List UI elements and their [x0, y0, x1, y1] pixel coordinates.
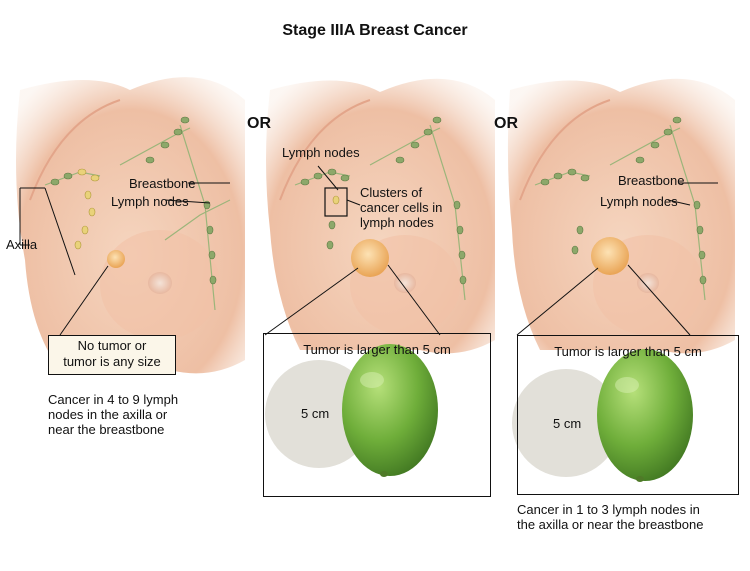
tumor-size-note: No tumor or tumor is any size: [48, 335, 176, 375]
or-label-1: OR: [247, 115, 271, 132]
panel1-caption: Cancer in 4 to 9 lymph nodes in the axil…: [48, 392, 179, 437]
tumor-size-label-3: Tumor is larger than 5 cm: [554, 344, 702, 359]
large-tumor-3: [591, 237, 629, 275]
large-tumor-2: [351, 239, 389, 277]
nipple-1: [148, 272, 172, 294]
torso-illustration-3: [507, 78, 735, 354]
nipple-2: [394, 273, 416, 293]
torso-illustration-2: [264, 78, 495, 354]
panel3-caption: Cancer in 1 to 3 lymph nodes in the axil…: [517, 502, 704, 532]
tumor-size-box-3: Tumor is larger than 5 cm: [517, 335, 739, 495]
size-comparison-2: [265, 344, 438, 477]
or-label-2: OR: [494, 115, 518, 132]
small-tumor-1: [107, 250, 125, 268]
lymph-nodes-label-1: Lymph nodes: [111, 194, 189, 209]
nipple-3: [637, 273, 659, 293]
affected-lymph-nodes-1: [74, 168, 100, 250]
size-comparison-3: [512, 349, 693, 482]
tumor-size-box-2: Tumor is larger than 5 cm: [263, 333, 491, 497]
tumor-size-label-2: Tumor is larger than 5 cm: [303, 342, 451, 357]
five-cm-circle-3: [512, 369, 620, 477]
axilla-label: Axilla: [6, 237, 38, 252]
lymph-nodes-label-2: Lymph nodes: [282, 145, 360, 160]
lymph-node-cluster-2: [300, 116, 467, 285]
five-cm-label-3: 5 cm: [553, 416, 582, 431]
lymph-node-cluster-3: [540, 116, 707, 285]
clusters-label: Clusters of cancer cells in lymph nodes: [360, 185, 443, 230]
five-cm-label-2: 5 cm: [301, 406, 330, 421]
lymph-nodes-label-3: Lymph nodes: [600, 194, 678, 209]
torso-illustration-1: [16, 77, 245, 374]
breastbone-label-3: Breastbone: [618, 173, 685, 188]
diagram-title: Stage IIIA Breast Cancer: [282, 22, 468, 39]
breastbone-label-1: Breastbone: [129, 176, 196, 191]
